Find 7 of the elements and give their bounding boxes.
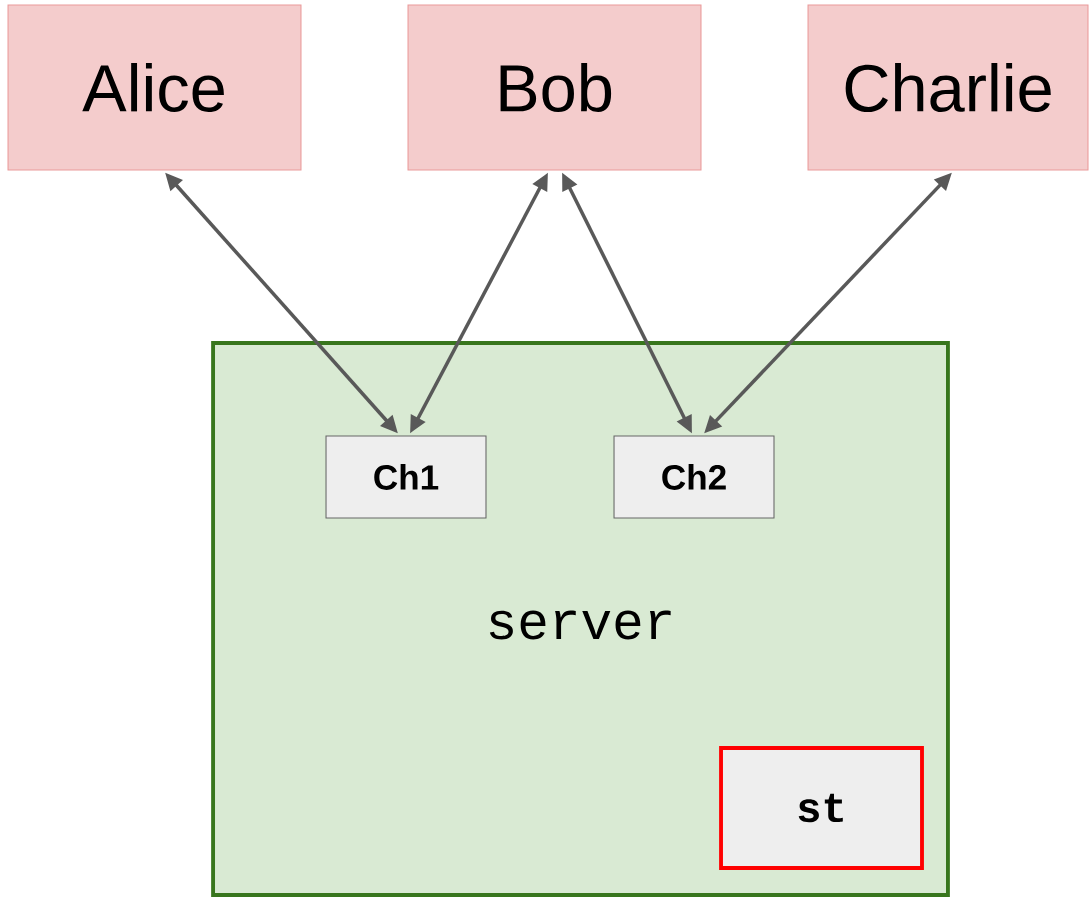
person-box: Charlie: [807, 4, 1089, 171]
person-box: Bob: [407, 4, 702, 171]
server-label: server: [489, 610, 671, 640]
channel-box: Ch2: [613, 435, 775, 519]
person-box: Alice: [7, 4, 302, 171]
state-box: st: [719, 746, 924, 870]
channel-box: Ch1: [325, 435, 487, 519]
